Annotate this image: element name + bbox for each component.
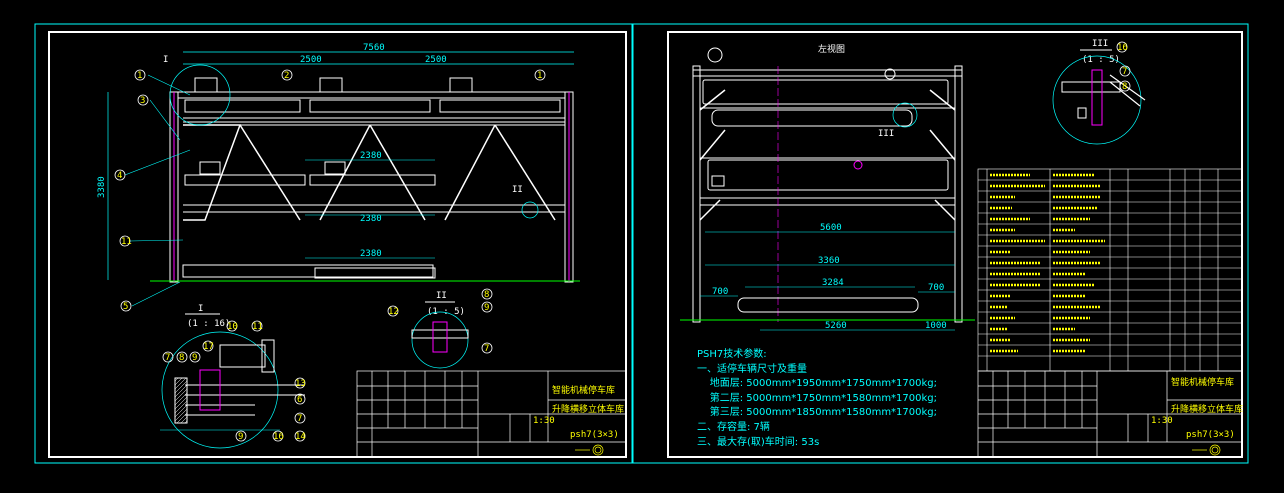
tech-param-line: PSH7技术参数: [697,349,767,360]
left-tb-scale: 1:30 [533,416,555,426]
section-mark-II: II [512,185,523,195]
detail-I-balloon-14: 14 [295,432,306,442]
detail-II-balloon-7: 7 [484,344,489,354]
detail-I-scale: (1 : 16) [187,319,230,329]
side-dim-d6: 1000 [925,321,947,331]
balloon-4: 4 [117,171,122,181]
dim-mid-1: 2380 [360,151,382,161]
dim-mid-2: 2380 [360,214,382,224]
detail-III-balloon-16: 16 [1117,43,1128,53]
dim-height-total: 3380 [97,176,107,198]
left-title-block [356,370,627,458]
parts-list-scribbles [990,173,1105,353]
balloon-1b: 1 [537,71,542,81]
section-mark-I: I [163,55,168,65]
balloon-1: 1 [137,71,142,81]
right-tb-product: 升降横移立体车库 [1171,403,1243,415]
tech-param-line: 一、适停车辆尺寸及重量 [697,363,807,375]
side-elevation-view: 左视图 III 5600 [680,43,975,331]
tech-param-line: 第三层: 5000mm*1850mm*1580mm*1700kg; [697,407,938,419]
left-tb-company: 智能机械停车库 [552,384,615,396]
left-sheet-outer-frame [34,23,633,464]
tech-param-line: 三、最大存(取)车时间: 53s [697,436,820,448]
detail-II-title: II [436,291,447,301]
detail-I-balloon-13: 13 [295,379,306,389]
tech-param-line: 第二层: 5000mm*1750mm*1580mm*1700kg; [697,392,938,404]
left-sheet-inner-frame [48,31,627,458]
tech-param-line: 地面层: 5000mm*1950mm*1750mm*1700kg; [697,378,938,390]
detail-I-balloon-16: 16 [273,432,284,442]
right-tb-drawing-no: psh7(3×3) [1186,430,1235,440]
detail-III-balloon-7: 7 [1122,67,1127,77]
right-tb-scale: 1:30 [1151,416,1173,426]
detail-II-balloon-12: 12 [388,307,399,317]
detail-I-balloon-9: 9 [192,353,197,363]
side-dim-height: 3360 [818,256,840,266]
side-dim-d2: 3284 [822,278,844,288]
detail-I-view: I (1 : 16) 10 11 17 7 8 9 13 6 7 14 9 [160,304,306,449]
side-view-title: 左视图 [818,43,845,55]
side-dim-d5: 5260 [825,321,847,331]
balloon-2: 2 [284,71,289,81]
detail-I-balloon-7: 7 [165,353,170,363]
detail-III-scale: (1 : 5) [1082,55,1120,65]
dim-span-left: 2500 [300,55,322,65]
detail-I-balloon-6: 6 [297,395,302,405]
side-dim-d3: 700 [712,287,728,297]
detail-II-balloon-9: 9 [484,303,489,313]
side-dim-d1: 5600 [820,223,842,233]
side-section-mark-III: III [878,129,894,139]
detail-I-title: I [198,304,203,314]
left-tb-product: 升降横移立体车库 [552,403,624,415]
left-tb-drawing-no: psh7(3×3) [570,430,619,440]
tech-param-line: 二、存容量: 7辆 [697,421,770,433]
detail-I-balloon-10: 10 [227,322,238,332]
balloon-11: 11 [121,237,132,247]
detail-II-scale: (1 : 5) [427,307,465,317]
detail-I-balloon-8: 8 [179,353,184,363]
front-elevation-view: 7560 2500 2500 3380 [97,43,580,312]
detail-I-balloon-9b: 9 [238,432,243,442]
parts-list-rows [978,179,1242,357]
right-title-block [977,370,1243,458]
dim-overall-width: 7560 [363,43,385,53]
right-tb-company: 智能机械停车库 [1171,376,1234,388]
side-dim-d4: 700 [928,283,944,293]
technical-parameters: PSH7技术参数: 一、适停车辆尺寸及重量 地面层: 5000mm*1950mm… [697,348,937,450]
dim-mid-3: 2380 [360,249,382,259]
detail-I-balloon-17: 17 [203,342,214,352]
parts-list-table [977,168,1243,372]
detail-II-view: II (1 : 5) 12 8 9 7 [387,288,493,369]
dim-span-right: 2500 [425,55,447,65]
detail-I-balloon-11: 11 [252,322,263,332]
detail-III-balloon-8: 8 [1122,82,1127,92]
balloon-3: 3 [140,96,145,106]
detail-II-balloon-8: 8 [484,290,489,300]
detail-III-view: III (1 : 5) 16 7 8 [1052,39,1146,145]
detail-III-title: III [1092,39,1108,49]
balloon-5: 5 [123,302,128,312]
detail-I-balloon-7b: 7 [297,414,302,424]
right-sheet-outer-frame [632,23,1249,464]
